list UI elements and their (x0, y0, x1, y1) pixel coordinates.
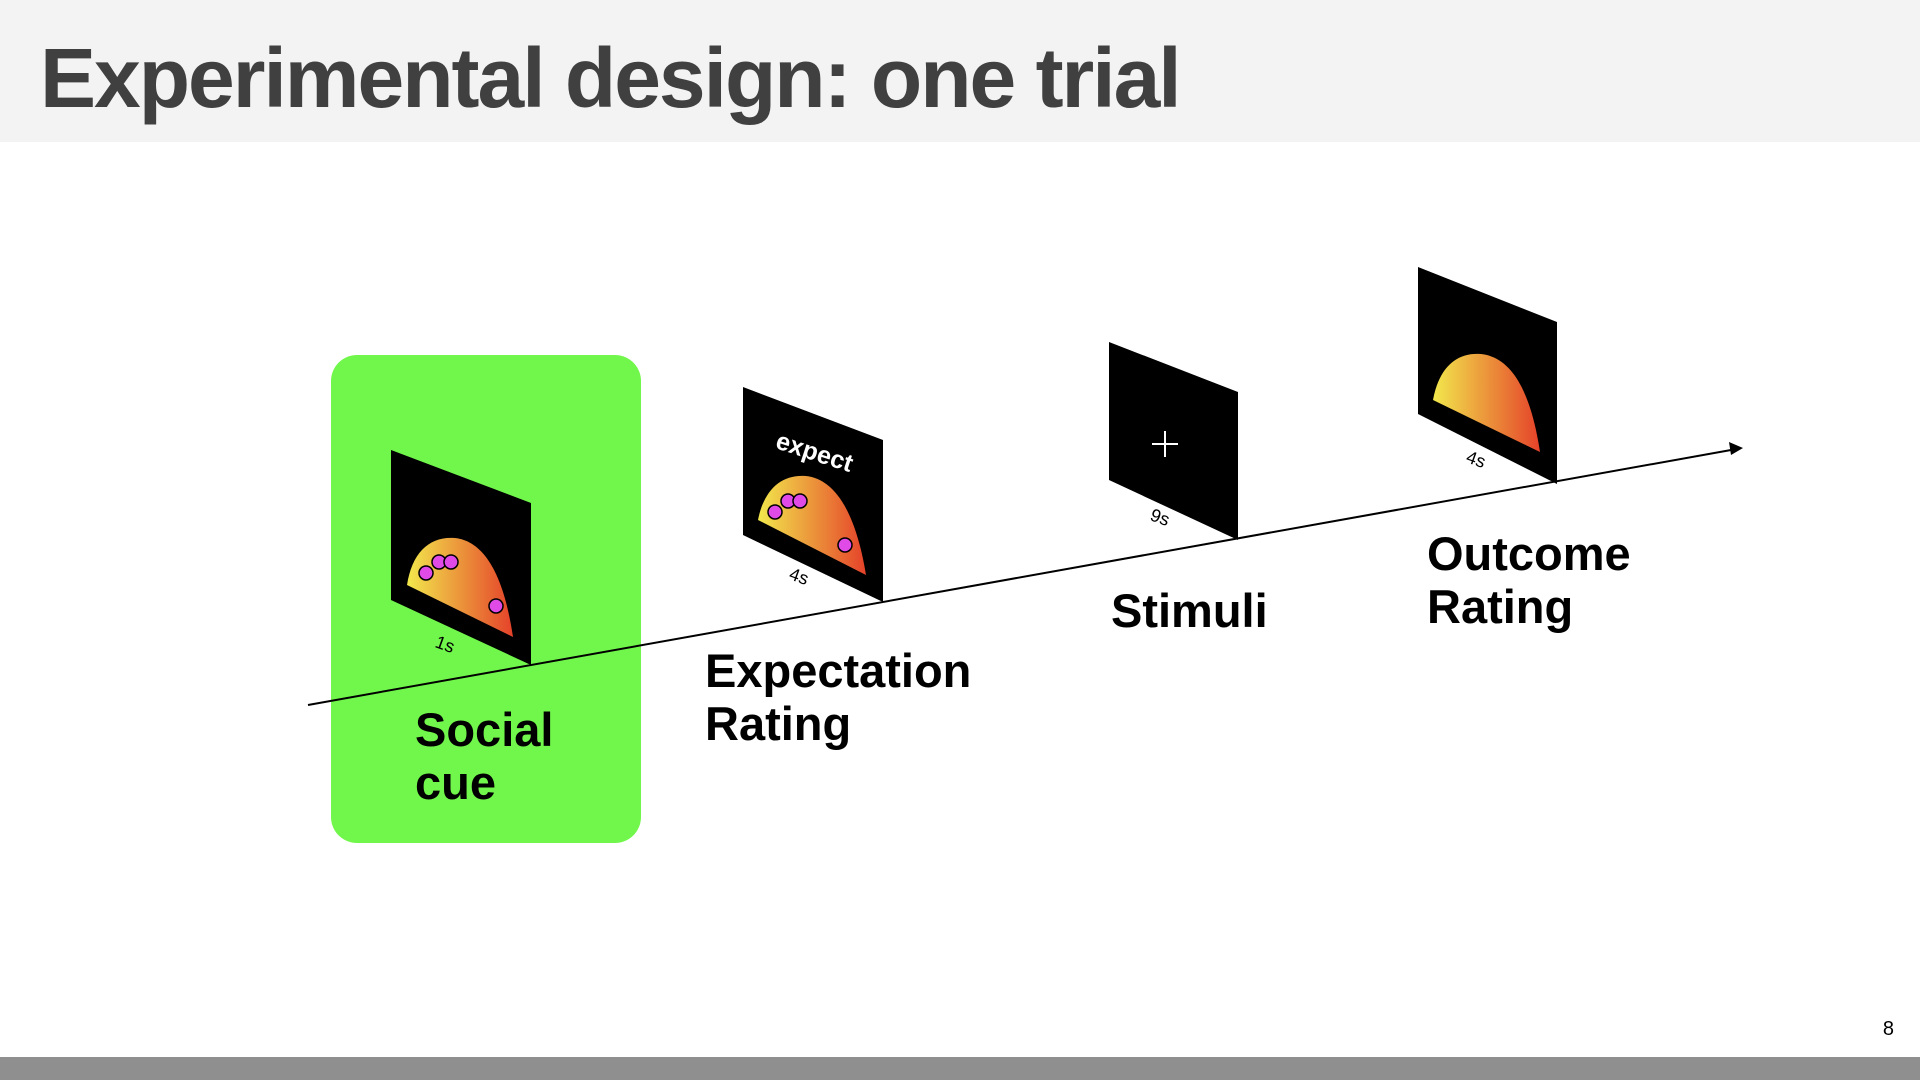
duration-label: 4s (787, 564, 812, 589)
screen-outcome: 4s (1418, 267, 1557, 484)
footer-bar (0, 1057, 1920, 1080)
step-label-outcome: Outcome Rating (1427, 527, 1631, 633)
page-number: 8 (1882, 1018, 1894, 1040)
timeline-arrow (307, 442, 1743, 706)
slide-title: Experimental design: one trial (40, 31, 1182, 125)
screen-social-cue: 1s (391, 450, 531, 665)
fixation-cross-icon (1152, 431, 1178, 457)
title-bar (0, 0, 1920, 142)
duration-label: 9s (1148, 505, 1173, 530)
screen-expectation: expect 4s (743, 387, 883, 602)
gauge-icon (1433, 353, 1540, 452)
step-label-expectation: Expectation Rating (705, 644, 972, 750)
marker-dots (767, 493, 853, 553)
step-label-stimuli: Stimuli (1111, 584, 1268, 637)
marker-dots (418, 554, 504, 614)
step-label-social-cue: Social cue (415, 703, 554, 809)
duration-label: 4s (1464, 447, 1489, 472)
screen-stimuli: 9s (1109, 342, 1238, 540)
